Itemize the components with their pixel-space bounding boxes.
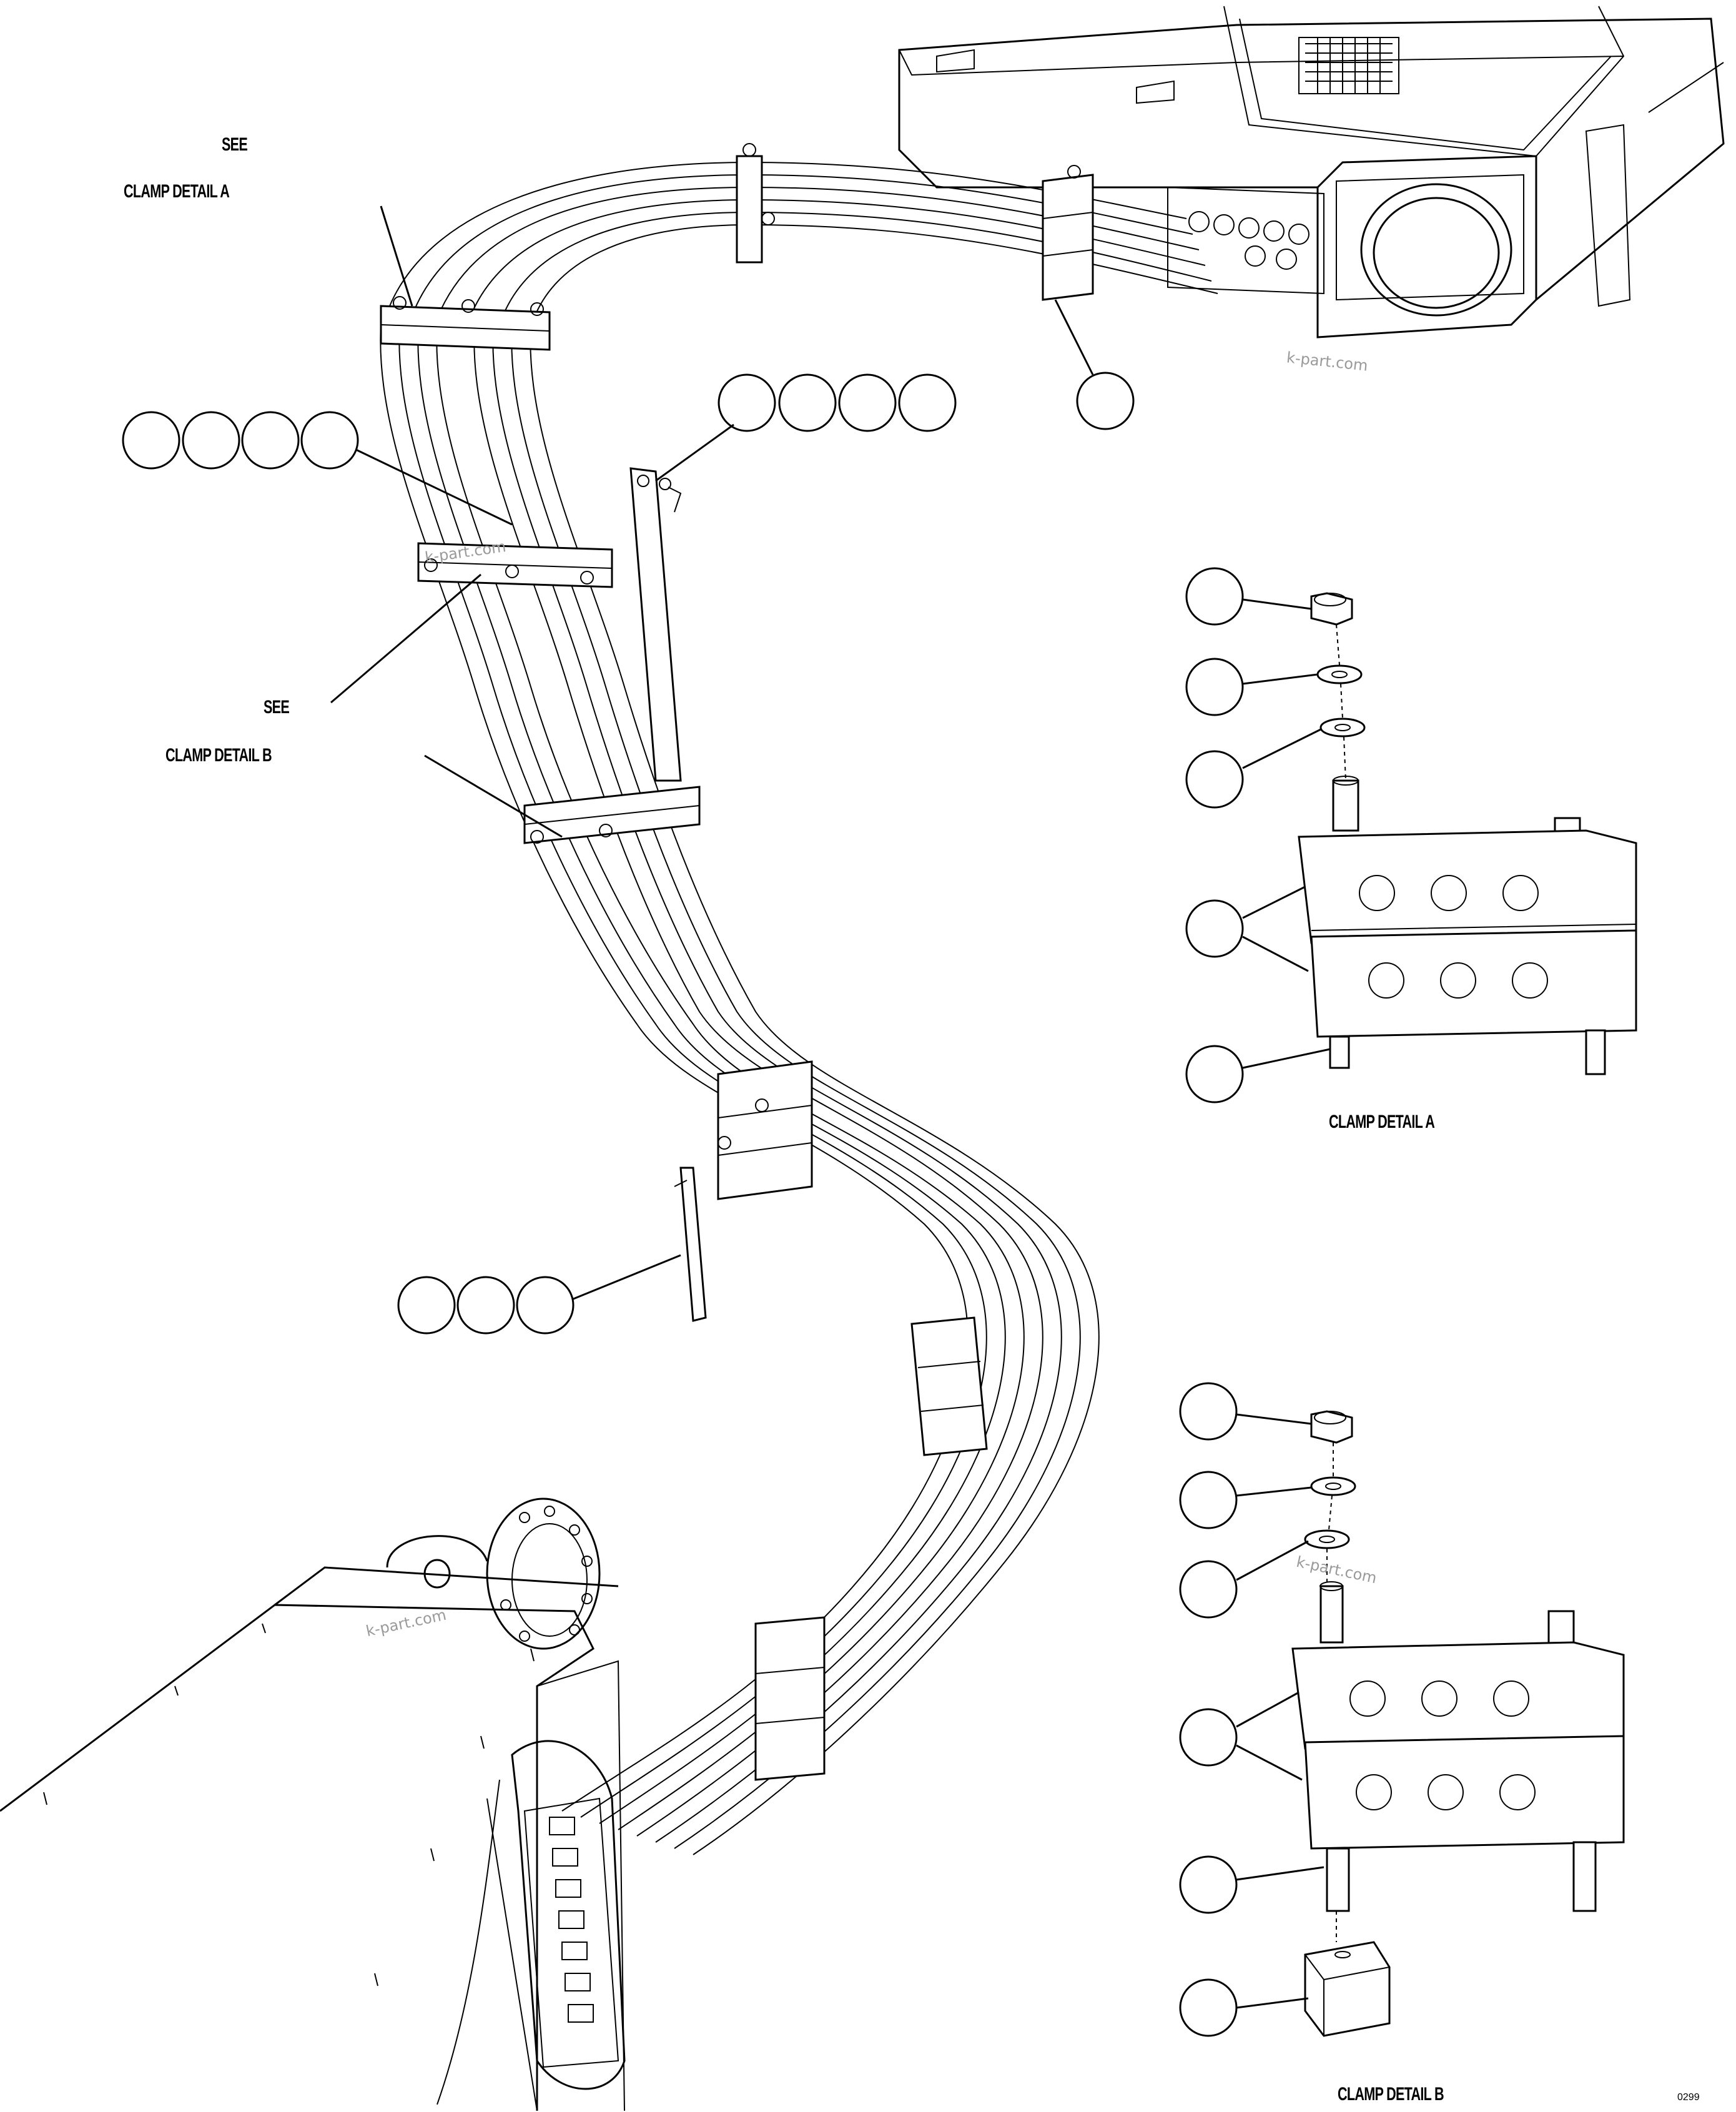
detail-a-callouts	[1185, 567, 1331, 1103]
clamp-top-right	[1042, 165, 1094, 301]
clamp-lower-mid	[523, 786, 701, 844]
clamp-top-mid	[736, 143, 775, 264]
vent-grille	[1305, 37, 1393, 94]
callout-group-upper-left	[122, 411, 513, 526]
clamp-detail-b-reference: CLAMP DETAIL B	[165, 745, 272, 766]
boom-base	[0, 1498, 626, 2111]
drawing-code: 0299	[1677, 2092, 1700, 2103]
clamp-right-bend	[910, 1316, 988, 1456]
swivel-bolts	[500, 1506, 593, 1642]
callout-single-upper-right	[1054, 299, 1135, 430]
clamp-detail-b-title: CLAMP DETAIL B	[1338, 2084, 1444, 2105]
clamp-detail-a-title: CLAMP DETAIL A	[1329, 1112, 1435, 1132]
see-label-b: SEE	[264, 697, 290, 718]
bulkhead-fittings	[1188, 211, 1309, 270]
vertical-bracket	[629, 467, 682, 782]
manifold-fittings	[549, 1817, 594, 2023]
upper-housing	[898, 6, 1725, 338]
clamp-center	[717, 1060, 813, 1200]
lower-bracket	[674, 1167, 707, 1322]
clamp-upper-mid	[417, 542, 613, 588]
clamp-lower	[754, 1616, 826, 1781]
clamp-detail-b-drawing	[1291, 1410, 1625, 2037]
see-label-a: SEE	[222, 134, 248, 155]
clamp-detail-a-reference: CLAMP DETAIL A	[124, 181, 230, 202]
reference-leaders	[330, 205, 563, 838]
clamp-top-left	[380, 296, 551, 351]
clamp-detail-a-drawing	[1298, 592, 1637, 1075]
callout-group-lower-left	[397, 1254, 681, 1335]
callout-group-upper-center	[655, 373, 957, 482]
detail-b-callouts	[1179, 1382, 1324, 2037]
